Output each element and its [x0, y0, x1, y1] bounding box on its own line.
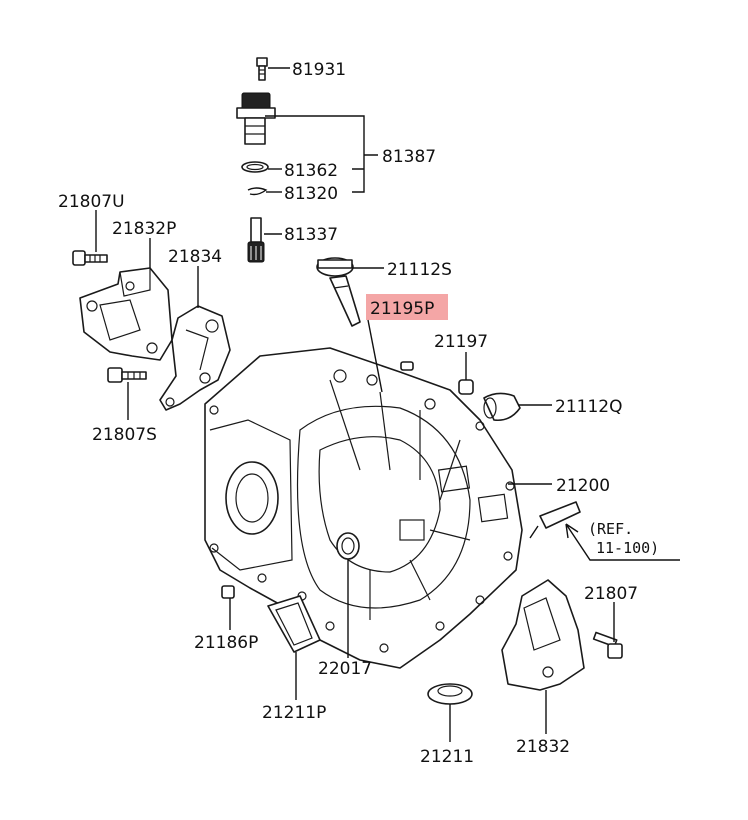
cover-21211P[interactable]: [267, 595, 321, 653]
label-21112S: 21112S: [387, 260, 452, 280]
label-81387: 81387: [382, 147, 436, 167]
transmission-case-21200[interactable]: [204, 347, 523, 669]
bolt-21807[interactable]: [592, 631, 623, 659]
bracket-81387: [265, 115, 378, 193]
label-21834: 21834: [168, 247, 222, 267]
dowel-21186P[interactable]: [221, 585, 235, 599]
label-81362: 81362: [284, 161, 338, 181]
label-21807U: 21807U: [58, 192, 125, 212]
label-21112Q: 21112Q: [555, 397, 622, 417]
bolt-81931[interactable]: [256, 57, 268, 81]
label-21807S: 21807S: [92, 425, 157, 445]
label-81320: 81320: [284, 184, 338, 204]
ref-arrow: [565, 523, 680, 561]
label-81337: 81337: [284, 225, 338, 245]
clip-81320[interactable]: [247, 187, 268, 196]
label-22017: 22017: [318, 659, 372, 679]
o-ring-81362[interactable]: [241, 161, 269, 173]
label-21832: 21832: [516, 737, 570, 757]
label-81931: 81931: [292, 60, 346, 80]
label-21197: 21197: [434, 332, 488, 352]
leader-21195P: [367, 319, 383, 393]
cap-21197[interactable]: [458, 379, 474, 395]
bracket-21832P[interactable]: [79, 267, 173, 361]
plug-21112S[interactable]: [316, 257, 361, 327]
bolt-21807S[interactable]: [107, 367, 147, 383]
label-21807: 21807: [584, 584, 638, 604]
driven-gear-81337[interactable]: [247, 217, 265, 263]
label-ref-line2: 11-100): [596, 539, 659, 557]
label-21195P: 21195P: [370, 299, 434, 319]
label-21211: 21211: [420, 747, 474, 767]
cap-21112Q[interactable]: [483, 392, 521, 422]
label-21186P: 21186P: [194, 633, 258, 653]
pin-21197[interactable]: [400, 361, 414, 371]
label-21211P: 21211P: [262, 703, 326, 723]
bracket-21834[interactable]: [159, 305, 231, 411]
bracket-21832[interactable]: [501, 579, 585, 691]
switch-ref[interactable]: [529, 501, 581, 539]
label-21200: 21200: [556, 476, 610, 496]
highlight-21195P: [366, 294, 448, 320]
bolt-21807U[interactable]: [72, 250, 108, 266]
label-21832P: 21832P: [112, 219, 176, 239]
speed-sensor-81387[interactable]: [236, 92, 276, 145]
seal-22017[interactable]: [336, 532, 360, 560]
label-ref-line1: (REF.: [588, 520, 633, 538]
grommet-21211[interactable]: [427, 683, 473, 705]
